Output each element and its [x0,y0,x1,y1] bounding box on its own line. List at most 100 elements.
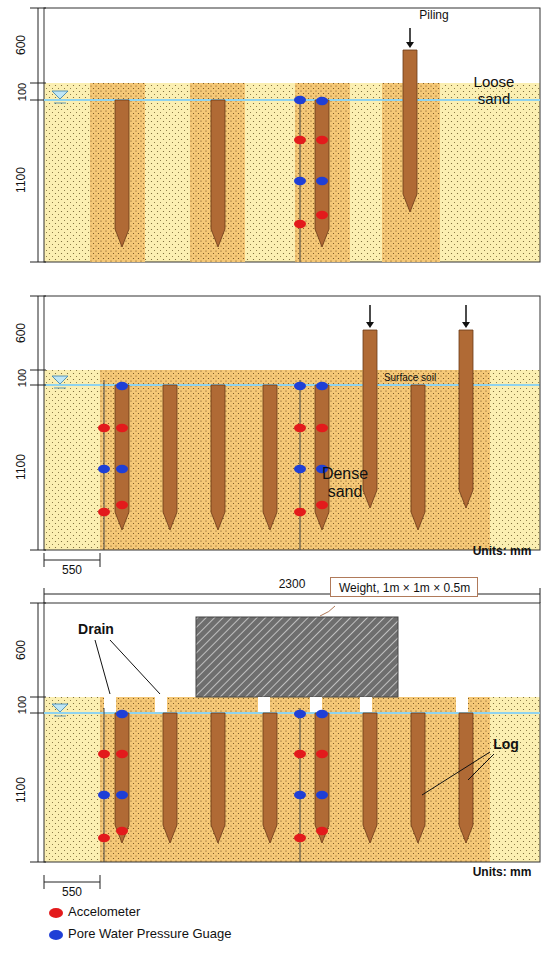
log-pile [163,385,177,530]
pore-pressure-gauge [316,791,328,799]
accelerometer [316,211,328,219]
arrow [409,28,411,43]
drain [258,697,270,713]
dimension-text: 600 [15,35,28,55]
dimension-tick [30,697,46,698]
accelerometer [116,750,128,758]
tank-outline [44,296,540,550]
water-symbol [52,91,68,99]
sand [44,83,540,262]
dimension-tick [30,100,46,101]
legend-swatch [49,908,63,918]
pore-pressure-gauge [294,791,306,799]
accelerometer [316,424,328,432]
dense-sand [100,370,490,550]
drain [360,697,372,713]
dimension-line [38,8,39,262]
pore-pressure-gauge [316,382,328,390]
legend-text: Accelometer [68,905,140,919]
dimension-tick [100,553,101,567]
log-pile [459,713,473,843]
accelerometer [116,424,128,432]
arrow-head [406,42,414,48]
pore-pressure-gauge [294,177,306,185]
drain [155,697,167,713]
dimension-tick [30,370,46,371]
log-pile [363,713,377,843]
tank-outline [44,8,540,262]
accelerometer [316,750,328,758]
pore-pressure-gauge [116,710,128,718]
log-pile [403,50,417,212]
dimension-tick [100,875,101,889]
water-symbol [54,103,66,104]
label: Piling [419,9,448,22]
log-pile [411,385,425,530]
label: Units: mm [473,866,532,879]
pore-pressure-gauge [316,97,328,105]
label: Drain [78,622,114,637]
accelerometer [116,827,128,835]
pore-pressure-gauge [116,382,128,390]
drain [104,697,116,713]
accelerometer [294,750,306,758]
weight-block [196,617,398,697]
accelerometer [98,424,110,432]
label: 550 [62,564,82,577]
pore-pressure-gauge [294,465,306,473]
accelerometer [116,501,128,509]
dimension-tick [30,713,46,714]
label-box: Weight, 1m × 1m × 0.5m [330,577,478,597]
dimension-line [38,603,39,862]
accelerometer [294,834,306,842]
label: 550 [62,886,82,899]
dimension-tick [540,588,541,603]
pore-pressure-gauge [316,710,328,718]
pore-pressure-gauge [294,96,306,104]
accelerometer [294,220,306,228]
dimension-text: 1100 [15,167,28,193]
accelerometer [98,508,110,516]
arrow-head [462,322,470,328]
water-symbol [52,704,68,712]
dense-sand [100,697,490,862]
dimension-text: 600 [15,640,28,660]
log-pile [115,713,129,843]
log-pile [115,100,129,247]
label: Loose sand [459,74,529,107]
water-symbol [54,388,66,389]
pore-pressure-gauge [98,791,110,799]
dimension-tick [44,588,45,603]
label: 2300 [276,578,309,591]
pore-pressure-gauge [116,791,128,799]
accelerometer [98,834,110,842]
dimension-tick [30,8,46,9]
dimension-tick [30,296,46,297]
legend-text: Pore Water Pressure Guage [68,927,232,941]
box-text: Weight, 1m × 1m × 0.5m [339,581,469,595]
arrow [465,305,467,323]
dimension-text: 1100 [15,777,28,803]
water-symbol [52,376,68,384]
leader-line [422,752,490,795]
label: Dense sand [305,465,385,500]
dimension-line [38,296,39,550]
compacted-column [90,83,145,262]
label: Surface soil [384,372,436,383]
compacted-column [190,83,245,262]
leader-line [110,640,160,694]
dimension-line [44,882,100,883]
accelerometer [294,508,306,516]
pore-pressure-gauge [294,710,306,718]
dimension-text: 600 [15,323,28,343]
dimension-tick [44,875,45,889]
compacted-column [295,83,350,262]
dimension-tick [30,385,46,386]
label: Log [493,737,519,752]
water-symbol [54,716,66,717]
log-pile [411,713,425,843]
legend-swatch [49,930,63,940]
log-pile [459,330,473,508]
log-pile [211,713,225,843]
